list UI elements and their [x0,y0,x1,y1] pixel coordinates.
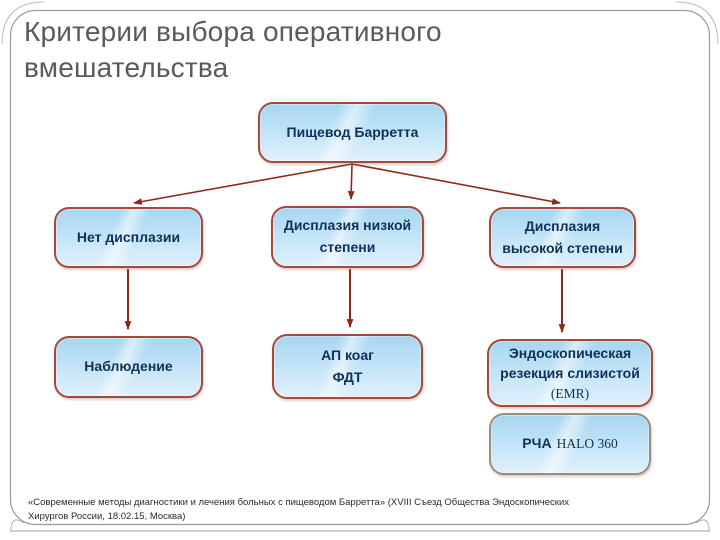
node-label: Пищевод Барретта [286,123,419,140]
citation-footer: «Современные методы диагностики и лечени… [28,497,569,522]
node-rfa-halo360: РЧА HALO 360 [489,413,651,475]
node-label-line1: АП коаг [321,346,374,363]
node-label-line2: резекция слизистой [500,365,640,382]
node-low-grade-dysplasia: Дисплазия низкой степени [271,206,424,268]
node-label: Нет дисплазии [76,228,181,245]
node-label-emr-abbrev: (EMR) [550,385,590,401]
node-label-line1: Дисплазия низкой [283,217,412,234]
arrow-root-to-no-dysplasia [132,163,353,205]
node-label-line2: ФДТ [332,368,363,385]
node-label-line2: высокой степени [502,239,623,256]
node-high-grade-dysplasia: Дисплазия высокой степени [489,207,636,268]
node-label-line1: Эндоскопическая [508,344,632,361]
arrow-group [124,163,566,334]
node-no-dysplasia: Нет дисплазии [54,207,203,268]
node-label-line1: Дисплазия [524,217,601,234]
arrow-root-to-low-grade [347,163,355,201]
node-label: Наблюдение [84,358,173,375]
node-observation: Наблюдение [54,336,203,398]
node-label-halo: HALO 360 [556,435,618,451]
slide-title: Критерии выбора оперативного вмешательст… [24,16,442,83]
node-label-rfa: РЧА [522,435,552,452]
node-emr: Эндоскопическая резекция слизистой (EMR) [487,339,653,407]
node-barrett-esophagus: Пищевод Барретта [258,102,447,163]
node-label-line2: степени [319,239,376,255]
arrow-root-to-high-grade [351,163,562,205]
node-apc-pdt: АП коаг ФДТ [272,334,423,399]
